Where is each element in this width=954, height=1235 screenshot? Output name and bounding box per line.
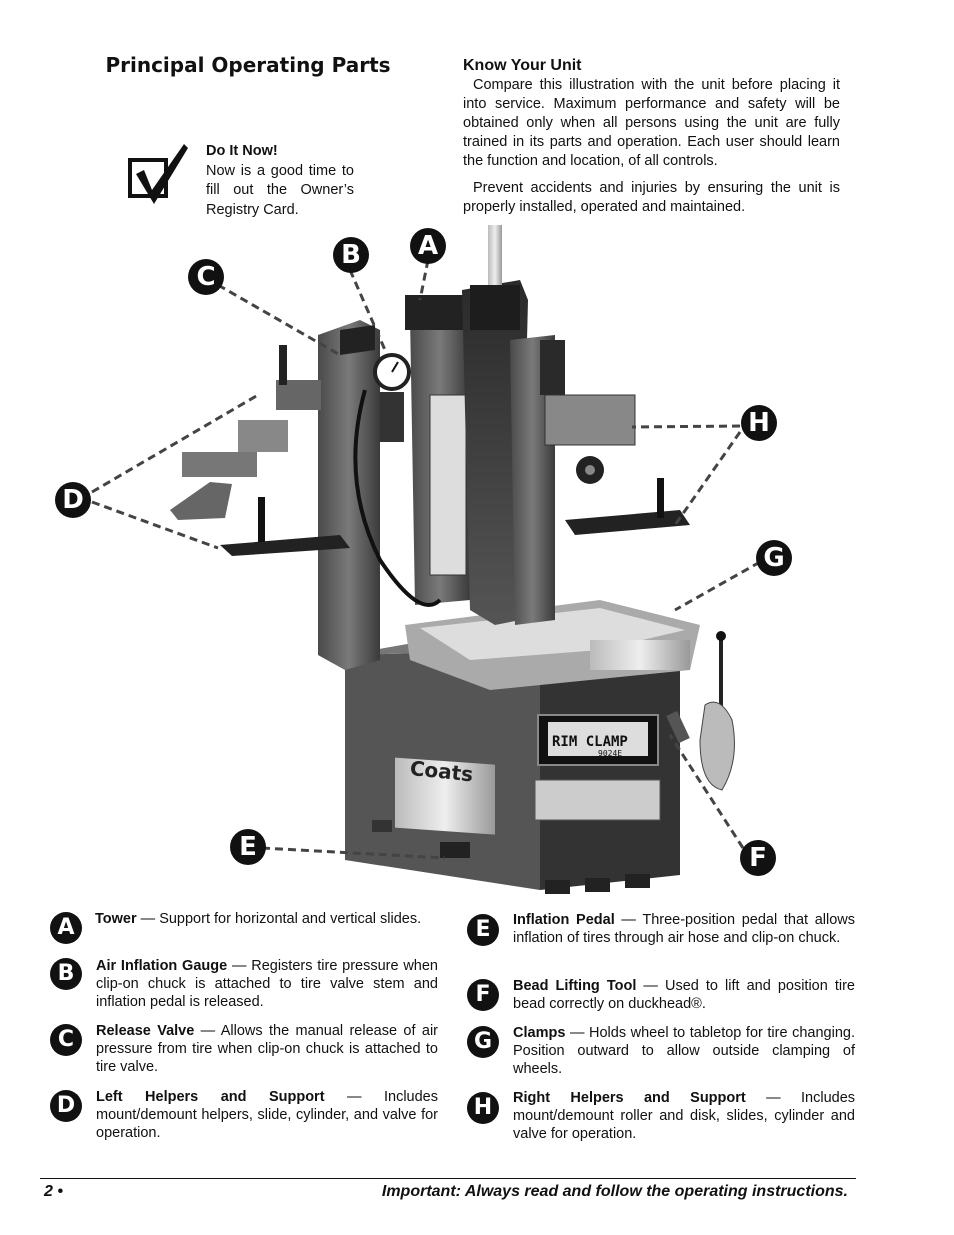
legend-badge-c: C	[50, 1024, 82, 1056]
tire-changer-illustration: Coats RIM CLAMP 9024E	[91, 225, 761, 894]
callout-a: A	[410, 228, 446, 264]
legend-item-air-inflation-gauge: Air Inflation Gauge — Registers tire pre…	[96, 958, 439, 1010]
callout-d: D	[55, 482, 91, 518]
part-desc: Registers tire pressure when clip-on chu…	[96, 958, 439, 1010]
callout-g: G	[756, 540, 792, 576]
part-name: Tower	[95, 911, 137, 927]
part-desc: Used to lift and position tire bead corr…	[513, 978, 855, 1012]
checkmark-icon	[136, 144, 188, 204]
legend-item-release-valve: Release Valve — Allows the manual releas…	[96, 1023, 438, 1075]
do-it-now-title: Do It Now!	[206, 143, 278, 159]
legend-badge-a: A	[50, 912, 82, 944]
brand-plate	[395, 757, 495, 835]
legend-badge-h: H	[467, 1092, 499, 1124]
callout-h: H	[741, 405, 777, 441]
legend-badge-d: D	[50, 1090, 82, 1122]
part-desc: Support for horizontal and vertical slid…	[159, 911, 422, 927]
know-your-unit-heading: Know Your Unit	[463, 57, 582, 74]
part-name: Inflation Pedal	[513, 912, 615, 928]
do-it-now-note: Do It Now! Now is a good time to fill ou…	[206, 142, 354, 220]
legend-item-tower: Tower — Support for horizontal and verti…	[95, 911, 422, 927]
callout-f: F	[740, 840, 776, 876]
part-desc: Holds wheel to tabletop for tire changin…	[513, 1025, 855, 1077]
part-desc: Three-position pedal that allows inflati…	[513, 912, 856, 946]
legend-badge-b: B	[50, 958, 82, 990]
part-name: Air Inflation Gauge	[96, 958, 228, 974]
legend-item-right-helpers: Right Helpers and Support — Includes mou…	[513, 1090, 856, 1142]
footer-note: Important: Always read and follow the op…	[381, 1183, 848, 1200]
legend-item-left-helpers: Left Helpers and Support — Includes moun…	[96, 1089, 438, 1141]
part-name: Left Helpers and Support	[96, 1089, 325, 1105]
part-name: Bead Lifting Tool	[513, 978, 637, 994]
know-paragraph-2: Prevent accidents and injuries by ensuri…	[463, 180, 840, 215]
part-name: Clamps	[513, 1025, 566, 1041]
do-it-now-body: Now is a good time to fill out the Owner…	[206, 162, 354, 218]
part-name: Release Valve	[96, 1023, 195, 1039]
legend-item-bead-lifting-tool: Bead Lifting Tool — Used to lift and pos…	[513, 978, 855, 1012]
legend-badge-e: E	[467, 914, 499, 946]
legend-badge-g: G	[467, 1026, 499, 1058]
callout-c: C	[188, 259, 224, 295]
section-title: Principal Operating Parts	[105, 53, 391, 77]
know-paragraph-1: Compare this illustration with the unit …	[463, 77, 840, 169]
part-desc: Includes mount/demount roller and disk, …	[513, 1090, 856, 1142]
legend-badge-f: F	[467, 979, 499, 1011]
callout-e: E	[230, 829, 266, 865]
callout-b: B	[333, 237, 369, 273]
part-desc: Includes mount/demount helpers, slide, c…	[96, 1089, 438, 1141]
legend-item-inflation-pedal: Inflation Pedal — Three-position pedal t…	[513, 912, 856, 946]
part-name: Right Helpers and Support	[513, 1090, 746, 1106]
page-number: 2 •	[44, 1183, 63, 1200]
model-number: 9024E	[598, 749, 622, 758]
part-desc: Allows the manual release of air pressur…	[96, 1023, 438, 1075]
know-your-unit: Know Your Unit Compare this illustration…	[463, 56, 840, 225]
model-label: RIM CLAMP	[552, 734, 628, 750]
legend-item-clamps: Clamps — Holds wheel to tabletop for tir…	[513, 1025, 855, 1077]
footer-rule	[40, 1178, 856, 1179]
